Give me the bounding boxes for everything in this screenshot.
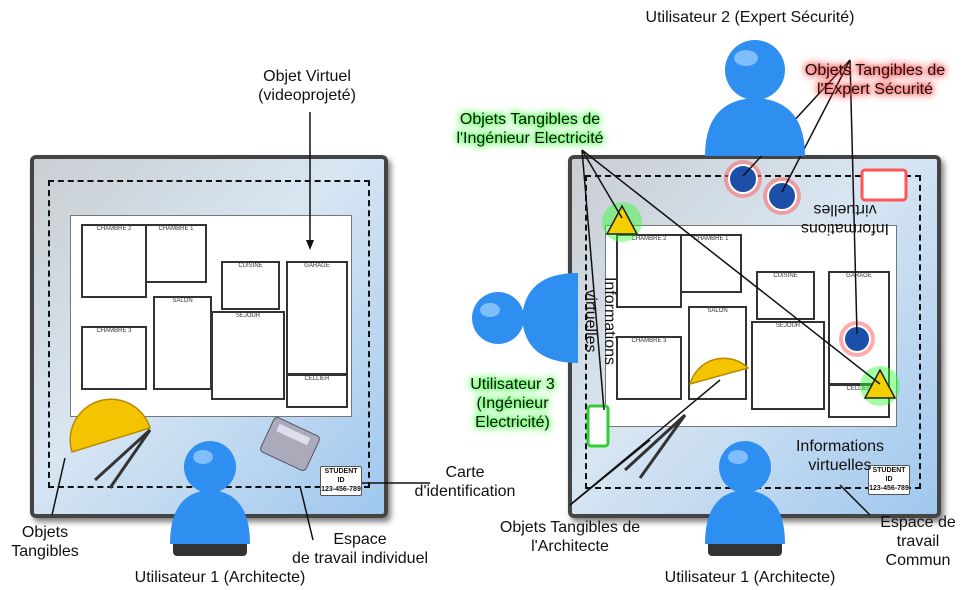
floor-plan-left: CHAMBRE 2 CHAMBRE 1 CHAMBRE 3 SALON CUIS…	[70, 215, 352, 417]
room-chambre3-r: CHAMBRE 3	[616, 336, 682, 400]
room-cuisine-r: CUISINE	[756, 271, 815, 320]
label-user1-right: Utilisateur 1 (Architecte)	[664, 569, 836, 586]
room-cuisine: CUISINE	[221, 261, 280, 310]
security-sign-icon	[724, 160, 762, 198]
label-objet-virtuel: Objet Virtuel(videoprojeté)	[258, 68, 356, 104]
room-chambre1: CHAMBRE 1	[145, 224, 207, 283]
line-objets	[51, 457, 66, 516]
gloves-sign-icon	[763, 177, 801, 215]
user2-avatar-icon	[705, 40, 805, 156]
security-id-card-icon	[860, 168, 908, 202]
room-chambre3: CHAMBRE 3	[81, 326, 147, 390]
electric-warning-icon-2	[860, 366, 900, 406]
protractor-icon	[69, 398, 151, 453]
room-sejour: SEJOUR	[211, 311, 285, 400]
protractor-icon-right	[688, 357, 750, 386]
room-garage: GARAGE	[286, 261, 348, 375]
compass-icon-right	[623, 413, 687, 479]
room-cellier: CELLIER	[286, 374, 348, 408]
pointer-lines	[569, 59, 881, 516]
room-sejour-r: SEJOUR	[751, 321, 825, 410]
line-espace	[299, 485, 314, 541]
user1-left-avatar-icon	[170, 441, 250, 556]
calculator-icon	[260, 417, 320, 471]
room-salon: SALON	[153, 296, 212, 390]
room-chambre2-r: CHAMBRE 2	[616, 234, 682, 308]
label-user1-left: Utilisateur 1 (Architecte)	[134, 569, 306, 586]
electric-id-card-icon	[586, 404, 610, 448]
user3-avatar-icon	[472, 273, 578, 363]
label-user2: Utilisateur 2 (Expert Sécurité)	[645, 9, 855, 26]
compass-icon	[93, 428, 152, 489]
floor-plan-right: CHAMBRE 2 CHAMBRE 1 CHAMBRE 3 SALON CUIS…	[605, 225, 897, 427]
room-chambre1-r: CHAMBRE 1	[680, 234, 742, 293]
electric-warning-icon	[602, 202, 642, 242]
room-salon-r: SALON	[688, 306, 747, 400]
user1-right-avatar-icon	[705, 441, 785, 556]
